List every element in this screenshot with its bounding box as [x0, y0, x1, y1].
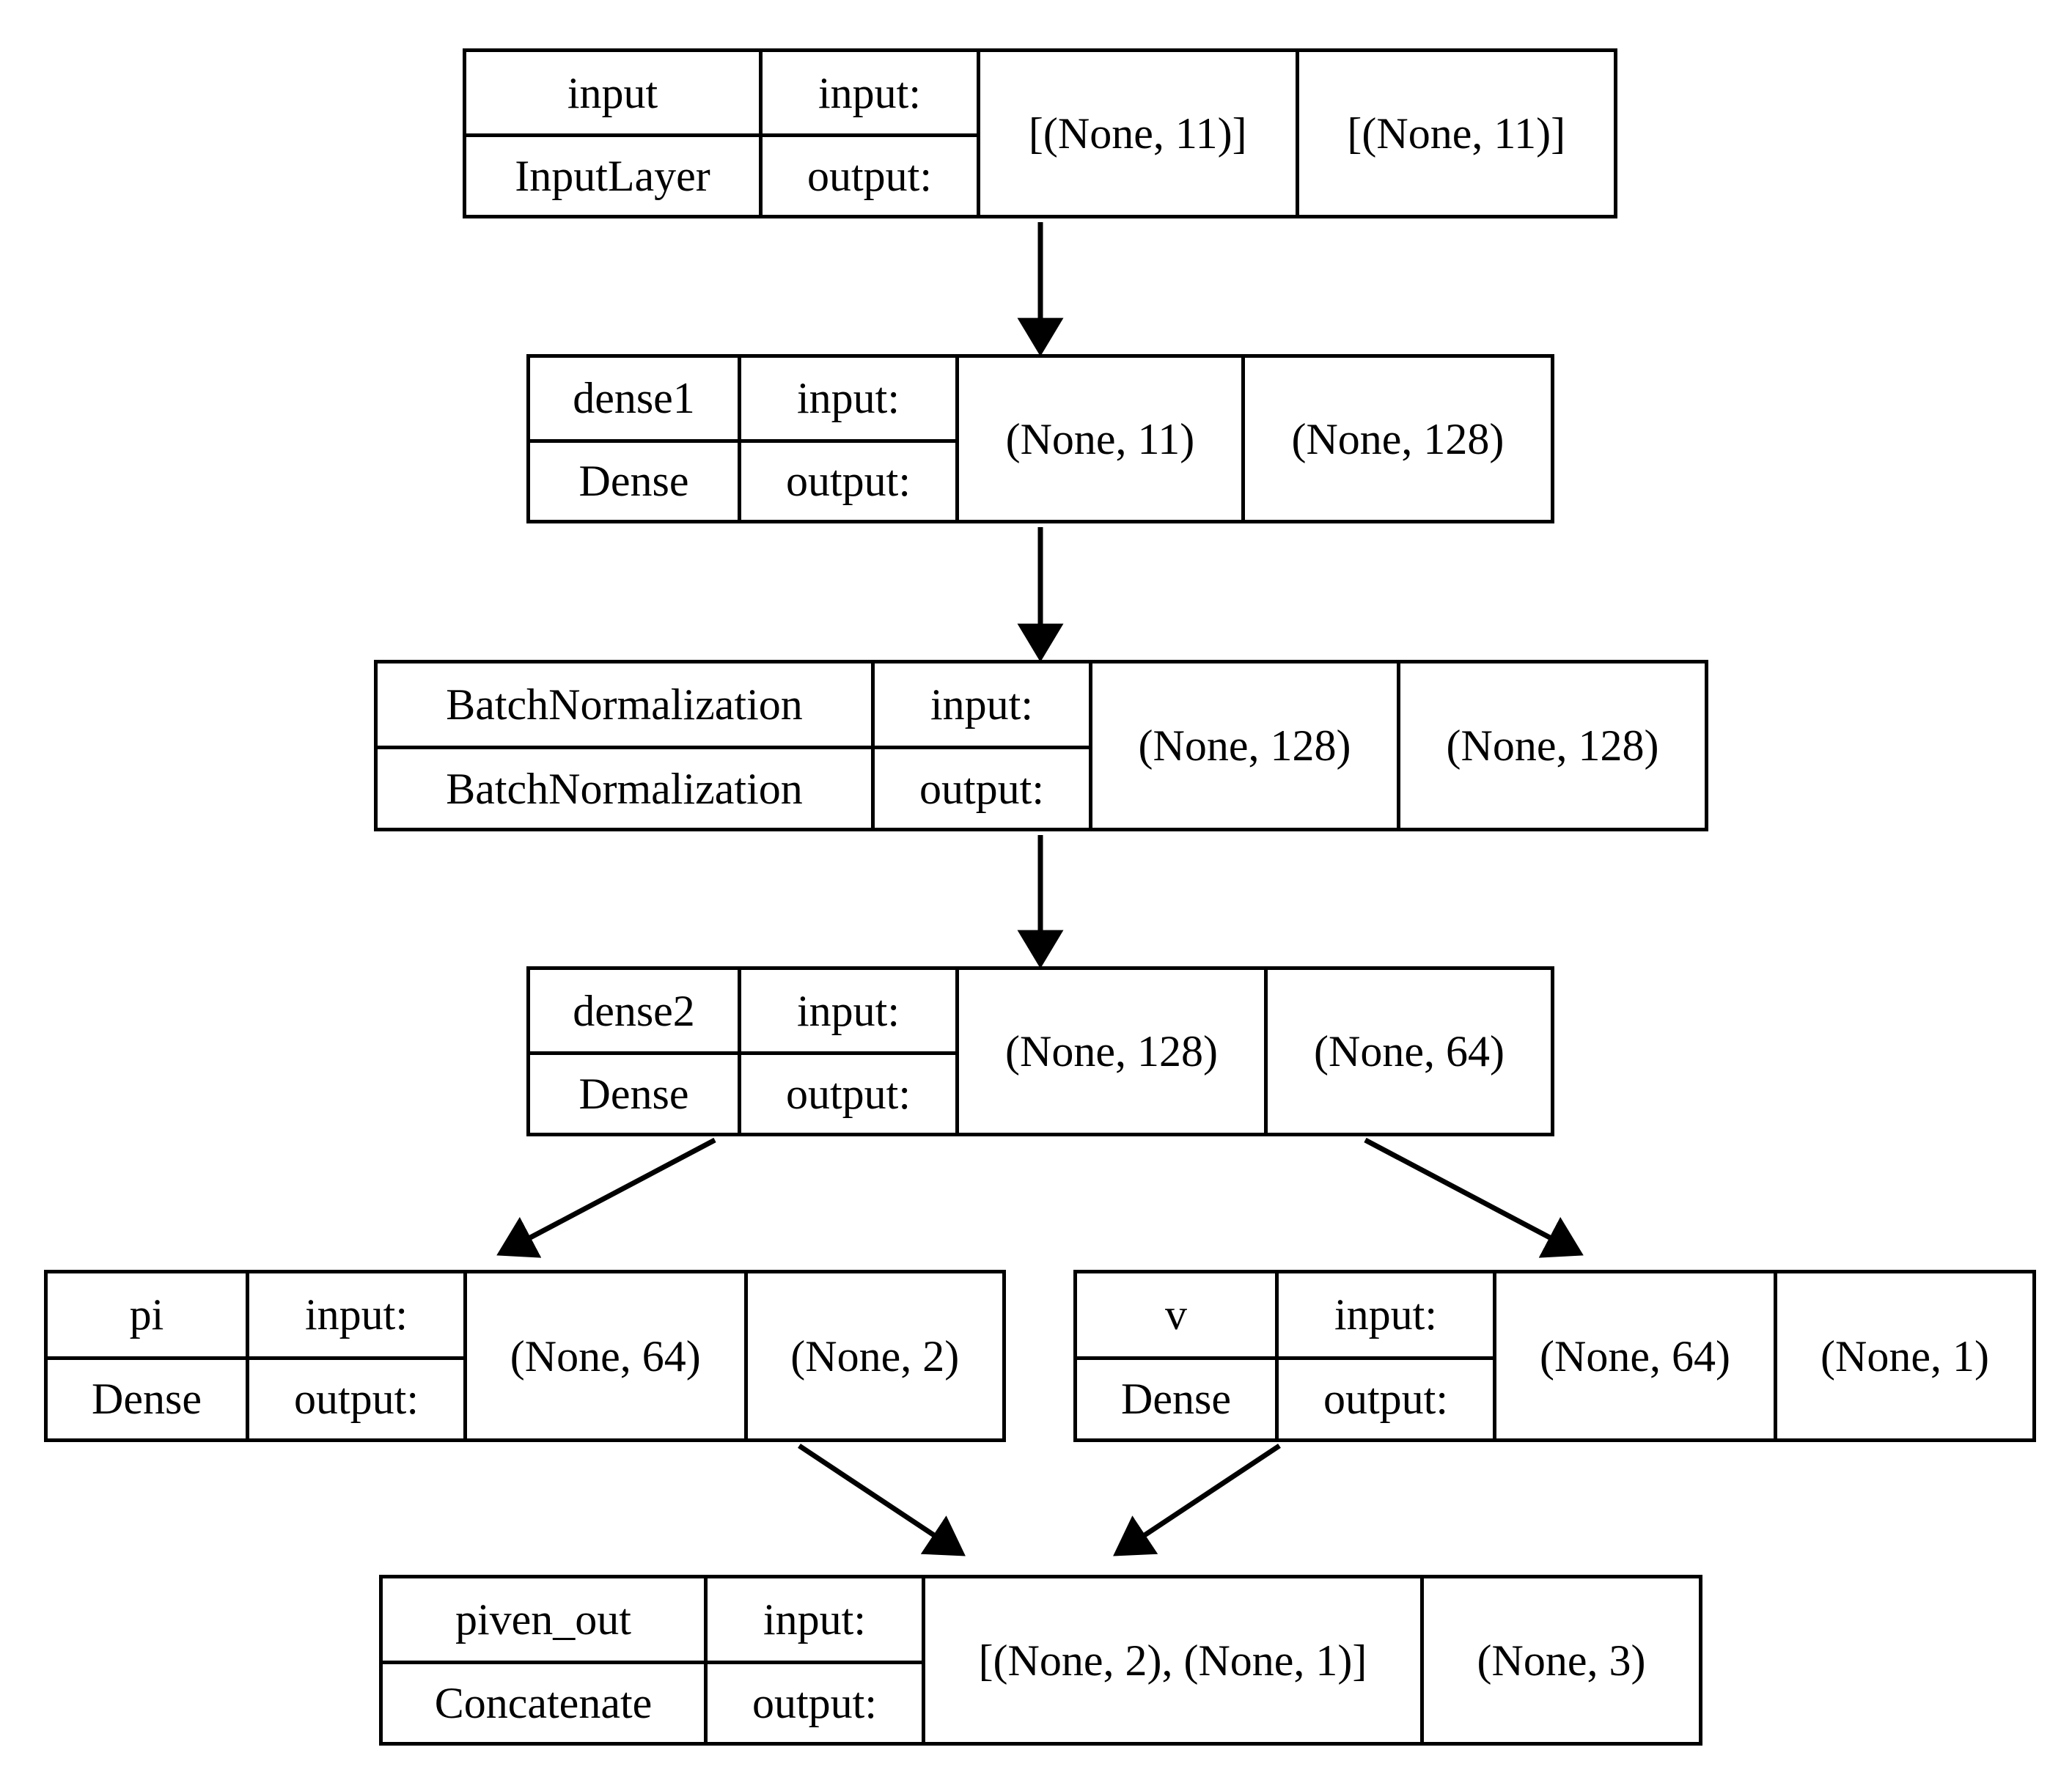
node-batch-normalization-output-label: output: [875, 746, 1089, 828]
node-dense2-output-label: output: [741, 1051, 955, 1133]
node-piven-out-layer-name: piven_out [455, 1595, 631, 1644]
node-batch-normalization-input-shape: (None, 128) [1089, 663, 1397, 828]
node-dense2-name-column: dense2 Dense [530, 970, 738, 1133]
node-dense2-layer-type: Dense [530, 1051, 738, 1133]
node-v-input-label: input: [1334, 1290, 1437, 1339]
node-piven-out-input-label: input: [763, 1595, 866, 1644]
node-v[interactable]: v Dense input: output: (None, 64) (None,… [1073, 1270, 2036, 1442]
node-input-layer-name: input [567, 68, 658, 117]
node-pi-labels: pi Dense input: output: [48, 1273, 463, 1438]
node-batch-normalization-input-label: input: [930, 680, 1033, 729]
edge-pi-to-piven-out [798, 1444, 966, 1556]
node-piven-out-input-shape: [(None, 2), (None, 1)] [922, 1578, 1420, 1742]
node-pi-output-shape: (None, 2) [743, 1273, 1003, 1438]
node-batch-normalization-output-shape: (None, 128) [1397, 663, 1705, 828]
node-pi-input-shape: (None, 64) [463, 1273, 744, 1438]
node-batch-normalization-io-column: input: output: [871, 663, 1089, 828]
node-v-output-label: output: [1279, 1356, 1493, 1439]
node-input-input-shape: [(None, 11)] [977, 52, 1296, 215]
node-v-name-column: v Dense [1077, 1273, 1275, 1438]
node-input-output-label: output: [763, 133, 977, 215]
node-dense1-output-shape: (None, 128) [1241, 358, 1551, 520]
node-dense2-labels: dense2 Dense input: output: [530, 970, 955, 1133]
node-input-layer-type: InputLayer [466, 133, 759, 215]
node-pi-output-label: output: [249, 1356, 463, 1439]
node-dense2-layer-name: dense2 [573, 986, 695, 1035]
node-v-input-shape: (None, 64) [1493, 1273, 1774, 1438]
node-dense1-layer-name: dense1 [573, 374, 695, 423]
node-dense2[interactable]: dense2 Dense input: output: (None, 128) … [526, 966, 1554, 1136]
node-dense2-input-shape: (None, 128) [955, 970, 1264, 1133]
node-dense1[interactable]: dense1 Dense input: output: (None, 11) (… [526, 354, 1554, 523]
node-dense1-labels: dense1 Dense input: output: [530, 358, 955, 520]
node-v-output-shape: (None, 1) [1774, 1273, 2032, 1438]
node-input-output-shape: [(None, 11)] [1295, 52, 1614, 215]
node-pi-layer-type: Dense [48, 1356, 246, 1439]
node-input-labels: input InputLayer input: output: [466, 52, 977, 215]
node-v-layer-type: Dense [1077, 1356, 1275, 1439]
node-v-labels: v Dense input: output: [1077, 1273, 1493, 1438]
node-dense1-input-label: input: [796, 374, 900, 423]
node-pi[interactable]: pi Dense input: output: (None, 64) (None… [44, 1270, 1006, 1442]
node-batch-normalization-layer-type: BatchNormalization [378, 746, 871, 828]
edge-dense2-to-v [1364, 1137, 1584, 1258]
node-batch-normalization-labels: BatchNormalization BatchNormalization in… [378, 663, 1089, 828]
node-batch-normalization-layer-name: BatchNormalization [446, 680, 803, 729]
node-piven-out[interactable]: piven_out Concatenate input: output: [(N… [379, 1575, 1702, 1746]
node-piven-out-output-shape: (None, 3) [1419, 1578, 1699, 1742]
node-input[interactable]: input InputLayer input: output: [(None, … [463, 48, 1617, 218]
node-dense2-input-label: input: [796, 986, 900, 1035]
node-dense2-io-column: input: output: [738, 970, 955, 1133]
node-input-io-column: input: output: [759, 52, 977, 215]
node-piven-out-layer-type: Concatenate [383, 1660, 704, 1743]
node-pi-input-label: input: [304, 1290, 408, 1339]
node-pi-io-column: input: output: [246, 1273, 463, 1438]
node-batch-normalization[interactable]: BatchNormalization BatchNormalization in… [374, 660, 1708, 831]
node-dense1-layer-type: Dense [530, 438, 738, 521]
node-v-io-column: input: output: [1275, 1273, 1493, 1438]
node-dense1-input-shape: (None, 11) [955, 358, 1241, 520]
node-pi-name-column: pi Dense [48, 1273, 246, 1438]
node-input-input-label: input: [818, 68, 921, 117]
node-v-layer-name: v [1165, 1290, 1187, 1339]
edge-dense2-to-pi [496, 1137, 716, 1258]
node-dense1-output-label: output: [741, 438, 955, 521]
node-input-name-column: input InputLayer [466, 52, 759, 215]
node-dense1-io-column: input: output: [738, 358, 955, 520]
node-piven-out-output-label: output: [708, 1660, 922, 1743]
edge-v-to-piven-out [1113, 1444, 1281, 1556]
node-dense1-name-column: dense1 Dense [530, 358, 738, 520]
node-piven-out-name-column: piven_out Concatenate [383, 1578, 704, 1742]
node-pi-layer-name: pi [129, 1290, 164, 1339]
node-piven-out-labels: piven_out Concatenate input: output: [383, 1578, 922, 1742]
node-piven-out-io-column: input: output: [704, 1578, 922, 1742]
node-batch-normalization-name-column: BatchNormalization BatchNormalization [378, 663, 871, 828]
node-dense2-output-shape: (None, 64) [1264, 970, 1551, 1133]
